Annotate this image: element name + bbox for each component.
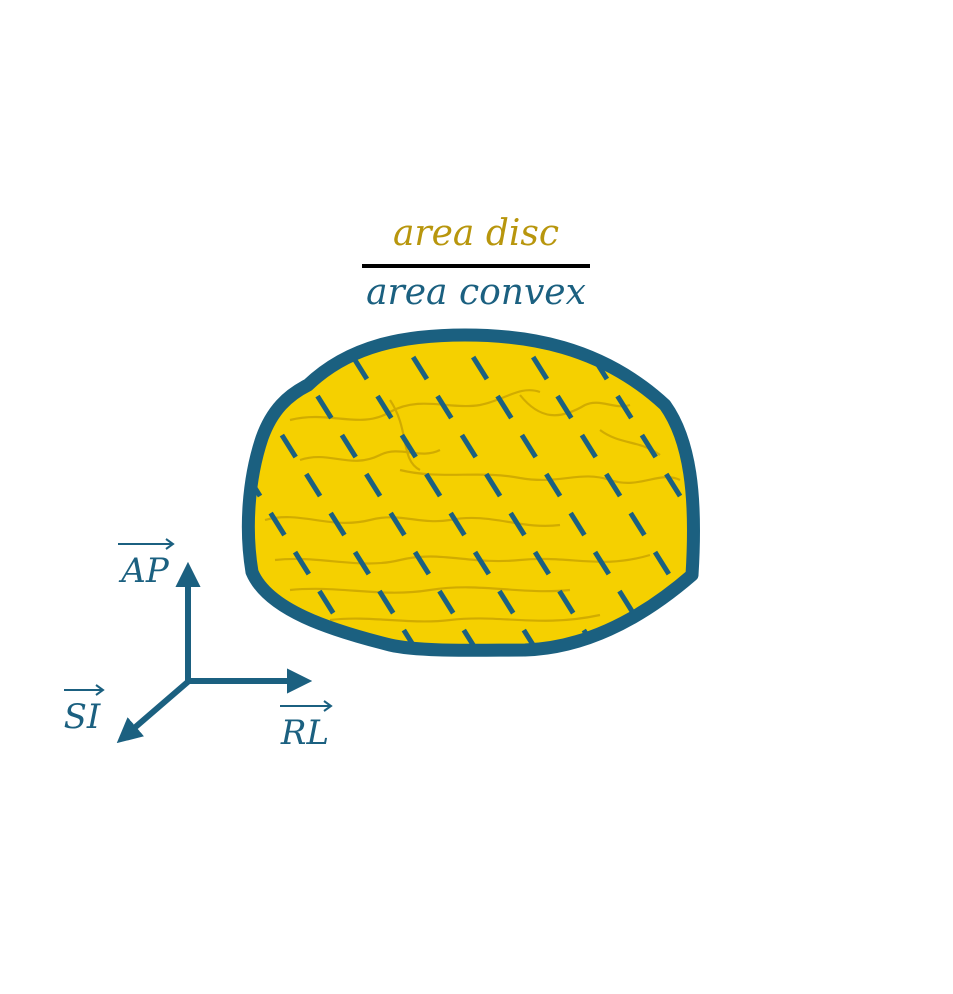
ap-vector-arrow-icon (165, 538, 175, 550)
hatch-line (277, 335, 583, 651)
rl-vector-arrow-icon (323, 700, 333, 712)
si-label: SI (64, 684, 105, 737)
orientation-axes (116, 561, 313, 744)
disc-fill (248, 335, 694, 651)
hatch-line (248, 335, 523, 651)
hatch-line (517, 335, 694, 651)
ap-label-text: AP (118, 551, 170, 591)
si-label-text: SI (64, 697, 101, 737)
rl-label-text: RL (280, 713, 329, 753)
ap-label: AP (118, 538, 175, 591)
hatch-line (248, 335, 463, 651)
si-axis-arrow (116, 677, 192, 744)
rl-label: RL (280, 700, 333, 753)
convex-hull-outline (241, 328, 701, 657)
si-vector-arrow-icon (95, 684, 105, 696)
fraction-numerator: area disc (393, 213, 559, 254)
fraction-bar (362, 264, 590, 268)
hatch-line (457, 335, 694, 651)
fraction-denominator: area convex (366, 272, 586, 313)
